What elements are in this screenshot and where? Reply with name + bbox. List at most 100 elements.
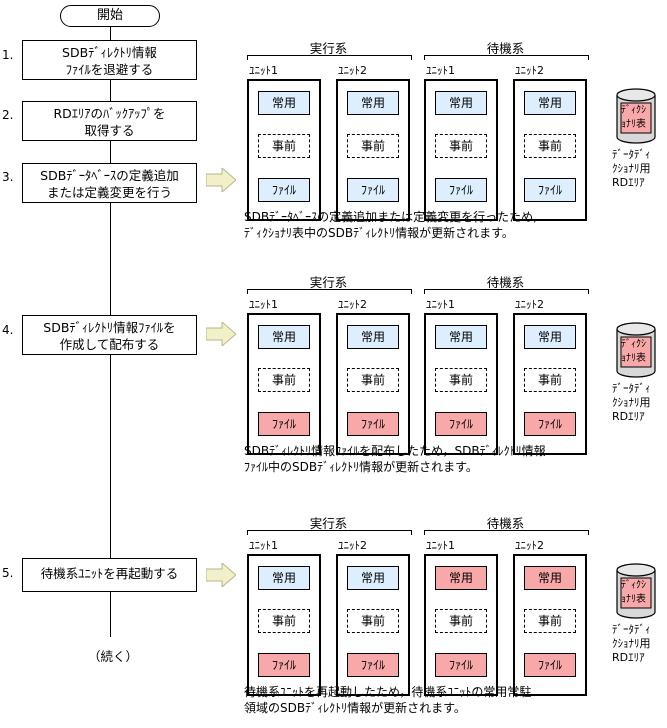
unit-label: ﾕﾆｯﾄ2 [515,298,544,311]
pre-area: 事前 [524,134,576,158]
unit-label: ﾕﾆｯﾄ2 [338,298,367,311]
right-arrow-icon [206,563,236,587]
unit-box: 常用事前 ﾌｧｲﾙ [513,313,587,455]
step-text: 待機系ﾕﾆｯﾄを再起動する [40,566,179,581]
group-label-standby: 待機系 [486,516,525,531]
step-number: 1. [2,48,14,62]
unit-label: ﾕﾆｯﾄ2 [338,64,367,77]
resident-area: 常用 [258,566,310,590]
unit-box: 常用事前 ﾌｧｲﾙ [424,554,498,696]
resident-area: 常用 [347,566,399,590]
step-text: 取得する [84,123,135,138]
dictionary-table-label: ｮﾅﾘ表 [621,594,646,605]
rd-area-label: RDｴﾘｱ [612,651,645,664]
resident-area: 常用 [258,325,310,349]
note-text: SDBﾃﾞｰﾀﾍﾞｰｽの定義追加または定義変更を行ったため, [244,210,537,224]
dictionary-table-label: ｮﾅﾘ表 [621,119,646,130]
step-text: RDｴﾘｱのﾊﾞｯｸｱｯﾌﾟを [53,106,166,121]
unit-label: ﾕﾆｯﾄ1 [426,539,455,552]
unit-box: 常用事前 ﾌｧｲﾙ [247,79,321,221]
group-bracket [247,530,412,535]
database-cylinder-icon [616,88,656,144]
pre-area: 事前 [258,368,310,392]
start-terminal: 開始 [60,5,160,27]
unit-label: ﾕﾆｯﾄ2 [515,539,544,552]
file-area: ﾌｧｲﾙ [258,412,310,436]
pre-area: 事前 [435,609,487,633]
rd-area-label: ﾃﾞｰﾀﾃﾞｨ [612,382,651,395]
group-label-active: 実行系 [309,516,348,531]
group-label-standby: 待機系 [486,275,525,290]
note-text: ﾌｧｲﾙ中のSDBﾃﾞｨﾚｸﾄﾘ情報が更新されます。 [244,460,478,474]
file-area: ﾌｧｲﾙ [347,178,399,202]
unit-label: ﾕﾆｯﾄ2 [338,539,367,552]
resident-area: 常用 [524,325,576,349]
group-bracket [424,530,589,535]
step-text: 作成して配布する [59,337,160,352]
pre-area: 事前 [347,134,399,158]
pre-area: 事前 [258,134,310,158]
right-arrow-icon [206,168,236,192]
group-label-active: 実行系 [309,275,348,290]
step-number: 5. [2,566,14,580]
step-1-box: SDBﾃﾞｨﾚｸﾄﾘ情報 ﾌｧｲﾙを退避する [22,40,197,80]
step-number: 4. [2,323,14,337]
step-number: 3. [2,170,14,184]
group-label-active: 実行系 [309,41,348,56]
unit-box: 常用事前 ﾌｧｲﾙ [336,79,410,221]
resident-area: 常用 [435,566,487,590]
unit-box: 常用事前ﾌｧｲﾙ [336,554,410,696]
resident-area: 常用 [258,91,310,115]
step-5-box: 待機系ﾕﾆｯﾄを再起動する [22,558,197,592]
resident-area: 常用 [435,325,487,349]
note-text: 領域のSDBﾃﾞｨﾚｸﾄﾘ情報が更新されます。 [244,701,466,715]
dictionary-table-label: ﾃﾞｨｸｼ [621,580,646,591]
file-area: ﾌｧｲﾙ [435,653,487,677]
group-bracket [247,289,412,294]
unit-label: ﾕﾆｯﾄ1 [426,298,455,311]
dictionary-table-label: ﾃﾞｨｸｼ [621,339,646,350]
step-4-box: SDBﾃﾞｨﾚｸﾄﾘ情報ﾌｧｲﾙを 作成して配布する [22,315,197,355]
step-number: 2. [2,108,14,122]
unit-box: 常用事前 ﾌｧｲﾙ [424,313,498,455]
continued-label: （続く） [88,649,139,664]
unit-box: 常用事前 ﾌｧｲﾙ [247,313,321,455]
unit-box: 常用事前ﾌｧｲﾙ [247,554,321,696]
rd-area-label: ﾃﾞｰﾀﾃﾞｨ [612,623,651,636]
database-cylinder-icon [616,563,656,619]
rd-area-label: ﾃﾞｰﾀﾃﾞｨ [612,148,651,161]
file-area: ﾌｧｲﾙ [435,412,487,436]
file-area: ﾌｧｲﾙ [347,412,399,436]
resident-area: 常用 [524,566,576,590]
group-bracket [424,55,589,60]
pre-area: 事前 [435,134,487,158]
rd-area-label: RDｴﾘｱ [612,410,645,423]
rd-area-label: ｸｼｮﾅﾘ用 [612,396,651,409]
database-cylinder-icon [616,322,656,378]
unit-box: 常用事前 ﾌｧｲﾙ [513,554,587,696]
step-text: SDBﾃﾞｰﾀﾍﾞｰｽの定義追加 [40,168,179,183]
resident-area: 常用 [435,91,487,115]
file-area: ﾌｧｲﾙ [524,653,576,677]
file-area: ﾌｧｲﾙ [258,178,310,202]
file-area: ﾌｧｲﾙ [435,178,487,202]
pre-area: 事前 [524,368,576,392]
resident-area: 常用 [347,325,399,349]
resident-area: 常用 [347,91,399,115]
rd-area-label: RDｴﾘｱ [612,176,645,189]
file-area: ﾌｧｲﾙ [524,178,576,202]
unit-box: 常用事前ﾌｧｲﾙ [513,79,587,221]
pre-area: 事前 [524,609,576,633]
note-text: SDBﾃﾞｨﾚｸﾄﾘ情報ﾌｧｲﾙを配布したため，SDBﾃﾞｨﾚｸﾄﾘ情報 [244,444,546,458]
file-area: ﾌｧｲﾙ [524,412,576,436]
step-text: SDBﾃﾞｨﾚｸﾄﾘ情報 [62,45,157,60]
file-area: ﾌｧｲﾙ [258,653,310,677]
unit-box: 常用事前 ﾌｧｲﾙ [424,79,498,221]
pre-area: 事前 [435,368,487,392]
dictionary-table-label: ﾃﾞｨｸｼ [621,105,646,116]
pre-area: 事前 [347,609,399,633]
right-arrow-icon [206,322,236,346]
unit-label: ﾕﾆｯﾄ2 [515,64,544,77]
unit-label: ﾕﾆｯﾄ1 [249,64,278,77]
note-text: 待機系ﾕﾆｯﾄを再起動したため，待機系ﾕﾆｯﾄの常用常駐 [244,685,532,699]
